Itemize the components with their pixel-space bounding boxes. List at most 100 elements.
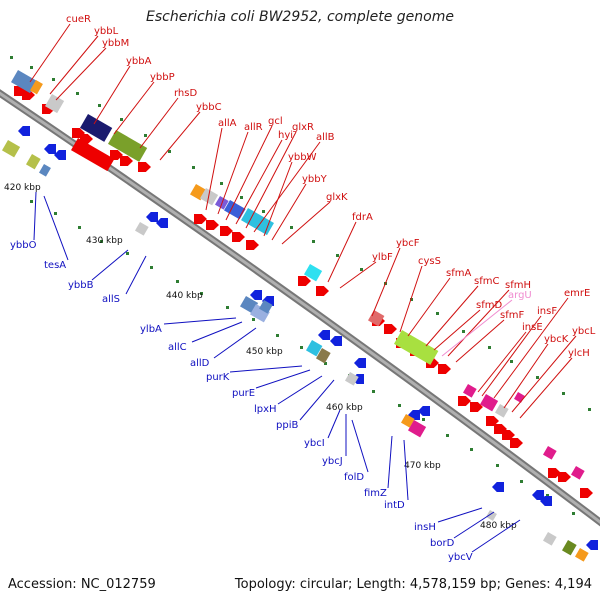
reverse-gene-block — [315, 348, 331, 364]
forward-gene-label: emrE — [564, 288, 590, 299]
reverse-gene-arrow — [586, 540, 598, 550]
reverse-gene-block — [259, 300, 273, 314]
feature-layer — [1, 70, 598, 562]
tick-dot — [120, 118, 123, 121]
reverse-gene-arrow — [318, 330, 330, 340]
forward-gene-leader — [139, 97, 179, 149]
forward-gene-leader — [407, 277, 451, 337]
tick-dot — [76, 92, 79, 95]
reverse-gene-label: ppiB — [276, 420, 298, 431]
forward-gene-label: ybbY — [302, 174, 328, 185]
forward-gene-block — [71, 138, 115, 172]
kbp-tick-label: 470 kbp — [404, 461, 441, 471]
reverse-gene-arrow — [330, 336, 342, 346]
tick-dot — [496, 464, 499, 467]
forward-gene-label: ylbF — [372, 252, 393, 263]
forward-gene-arrow — [110, 150, 123, 160]
forward-gene-leader — [235, 139, 283, 225]
forward-gene-block — [571, 465, 585, 480]
forward-gene-arrow — [502, 430, 515, 440]
reverse-gene-leader — [277, 375, 323, 405]
forward-gene-label: sfmD — [476, 300, 502, 311]
forward-gene-label: glxK — [326, 192, 348, 203]
tick-dot — [572, 512, 575, 515]
forward-gene-leader — [245, 131, 297, 229]
reverse-gene-block — [38, 164, 51, 177]
tick-dot — [588, 408, 591, 411]
forward-gene-leader — [327, 221, 357, 283]
reverse-gene-leader — [351, 419, 369, 473]
forward-gene-label: fdrA — [352, 212, 373, 223]
forward-gene-leader — [281, 201, 331, 245]
reverse-gene-leader — [299, 379, 335, 421]
tick-dot — [150, 266, 153, 269]
forward-gene-arrow — [298, 276, 311, 286]
forward-gene-label: sfmF — [500, 310, 524, 321]
reverse-gene-arrow — [156, 218, 168, 228]
reverse-gene-label: ybcJ — [322, 456, 343, 467]
forward-gene-leader — [433, 309, 481, 351]
forward-gene-leader — [441, 299, 513, 357]
forward-gene-block — [108, 130, 148, 162]
forward-gene-leader — [477, 331, 527, 393]
kbp-tick-label: 480 kbp — [480, 521, 517, 531]
reverse-gene-leader — [471, 519, 521, 553]
forward-gene-label: ybbA — [126, 56, 152, 67]
forward-gene-label: ybbC — [196, 102, 222, 113]
forward-gene-label: argU — [508, 290, 532, 301]
tick-dot — [336, 254, 339, 257]
tick-dot — [462, 330, 465, 333]
tick-dot — [562, 392, 565, 395]
tick-dot — [252, 318, 255, 321]
genome-summary-label: Topology: circular; Length: 4,578,159 bp… — [234, 577, 592, 592]
kbp-tick-label: 450 kbp — [246, 347, 283, 357]
tick-dot — [168, 150, 171, 153]
reverse-gene-label: ybcI — [304, 438, 325, 449]
tick-dot — [54, 212, 57, 215]
forward-gene-leader — [447, 289, 510, 357]
forward-gene-label: ylcH — [568, 348, 590, 359]
tick-dot — [240, 196, 243, 199]
forward-gene-label: ybcF — [396, 238, 420, 249]
reverse-gene-block — [575, 548, 589, 562]
forward-gene-block — [495, 404, 509, 418]
forward-gene-leader — [49, 35, 99, 95]
tick-dot — [192, 166, 195, 169]
reverse-gene-arrow — [540, 496, 552, 506]
accession-label: Accession: NC_012759 — [8, 577, 156, 592]
forward-gene-block — [79, 113, 113, 142]
tick-dot — [52, 78, 55, 81]
forward-gene-arrow — [580, 488, 593, 498]
forward-gene-label: ybbM — [102, 38, 129, 49]
tick-dot — [488, 346, 491, 349]
forward-gene-leader — [205, 127, 223, 211]
reverse-gene-block — [345, 372, 359, 386]
forward-gene-arrow — [486, 416, 499, 426]
forward-gene-arrow — [558, 472, 571, 482]
forward-gene-leader — [93, 65, 131, 125]
forward-gene-label: allA — [218, 118, 237, 129]
tick-dot — [30, 66, 33, 69]
tick-dot — [436, 312, 439, 315]
tick-dot — [78, 226, 81, 229]
genome-title: Escherichia coli BW2952, complete genome — [146, 9, 454, 25]
forward-gene-label: ybcL — [572, 326, 596, 337]
reverse-gene-arrow — [250, 290, 262, 300]
forward-gene-arrow — [438, 364, 451, 374]
kbp-tick-label: 420 kbp — [4, 183, 41, 193]
reverse-gene-block — [401, 414, 415, 428]
reverse-gene-block — [408, 420, 427, 438]
tick-dot — [410, 298, 413, 301]
reverse-gene-label: ybbB — [68, 280, 94, 291]
tick-dot — [372, 390, 375, 393]
forward-gene-label: allB — [316, 132, 335, 143]
reverse-gene-leader — [125, 255, 147, 295]
reverse-gene-leader — [91, 249, 129, 281]
forward-gene-leader — [455, 319, 505, 363]
forward-gene-label: sfmC — [474, 276, 499, 287]
reverse-gene-label: borD — [430, 538, 455, 549]
forward-gene-arrow — [384, 324, 397, 334]
reverse-gene-label: ylbA — [140, 324, 162, 335]
reverse-gene-block — [543, 532, 557, 546]
reverse-gene-leader — [403, 439, 409, 501]
